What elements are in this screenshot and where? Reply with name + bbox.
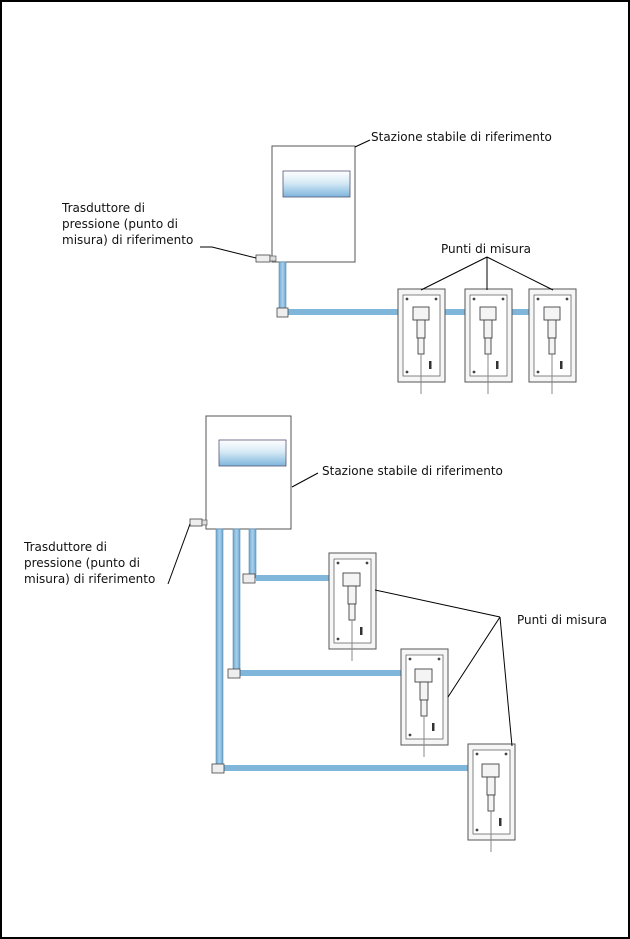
bottom-measuring-point [328,552,377,661]
top-transducer-label: Trasduttore di pressione (punto di misur… [61,201,193,247]
top-measuring-point [464,288,513,394]
top-reference-station [271,145,356,263]
top-measuring-point [397,288,446,394]
bottom-station-label: Stazione stabile di riferimento [322,464,503,478]
bottom-measuring-point [400,648,449,757]
bottom-points-label: Punti di misura [517,613,607,627]
top-station-label: Stazione stabile di riferimento [371,130,552,144]
bottom-measuring-point [467,743,516,852]
top-measuring-point [528,288,577,394]
bottom-transducer-label: Trasduttore di pressione (punto di misur… [23,540,155,586]
top-diagram: Stazione stabile di riferimento Trasdutt… [61,130,577,394]
top-leader-lines [200,139,554,291]
bottom-transducer [189,518,208,527]
bottom-reference-station [205,415,292,530]
bottom-diagram: Stazione stabile di riferimento Trasdutt… [23,415,607,852]
top-station-display [282,170,351,198]
top-transducer [255,254,289,318]
bottom-pipes [211,528,480,774]
bottom-leader-lines [167,472,513,747]
bottom-station-display [218,439,287,467]
top-points-label: Punti di misura [441,242,531,256]
